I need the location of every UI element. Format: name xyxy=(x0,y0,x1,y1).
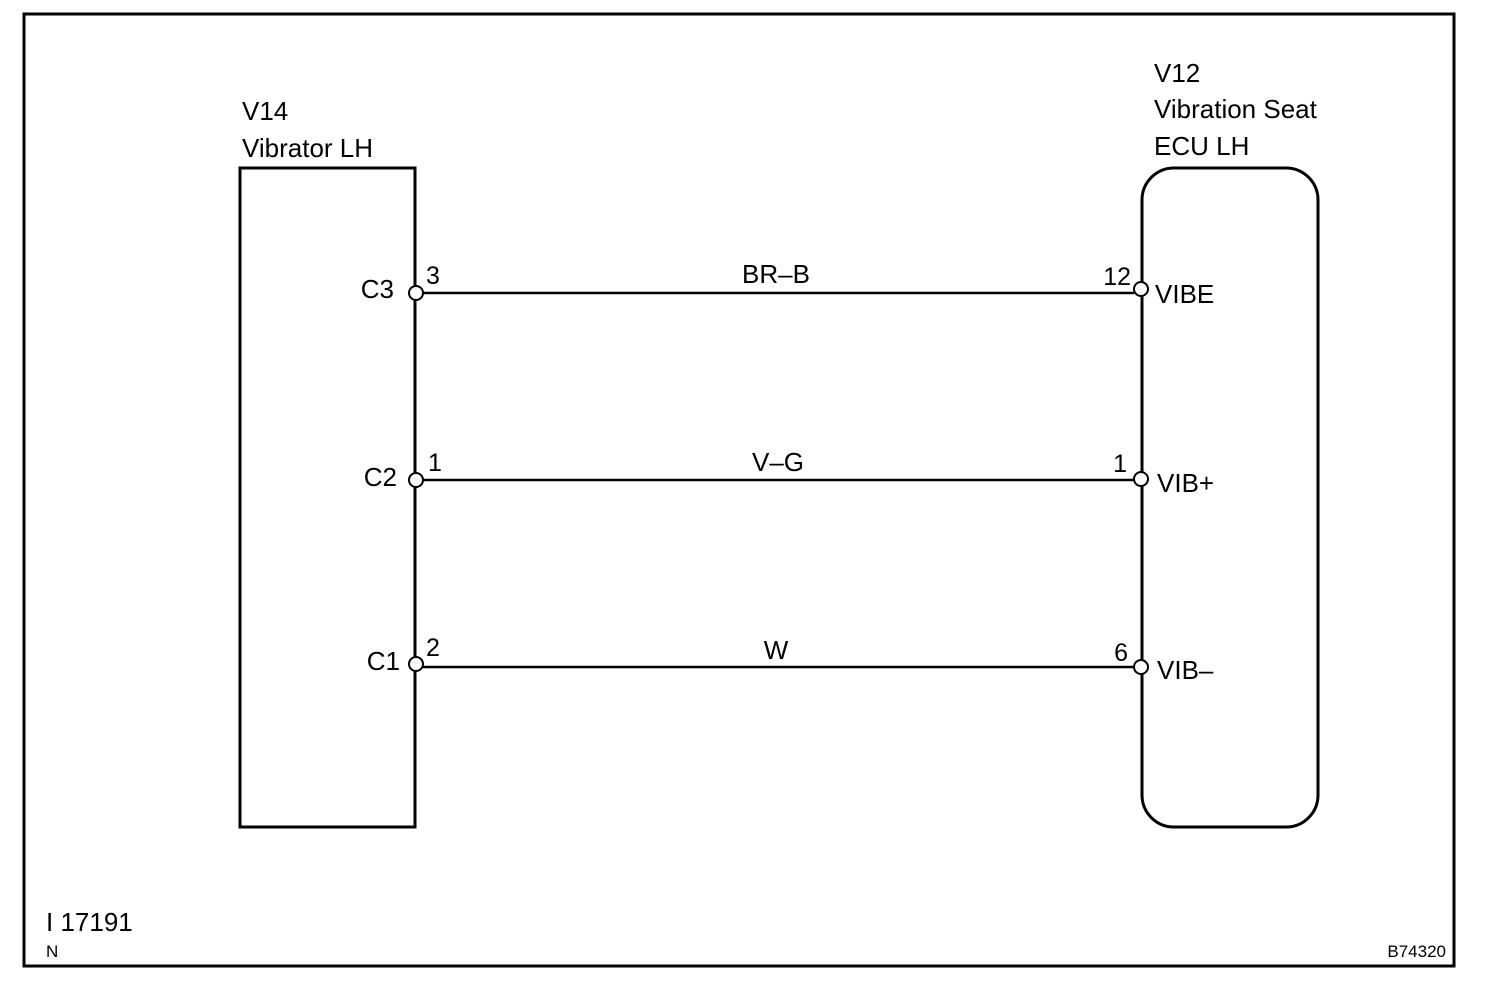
wire-3: C1 2 W 6 VIB– xyxy=(367,634,1214,685)
figure-mark: N xyxy=(46,942,58,961)
wire-1: C3 3 BR–B 12 VIBE xyxy=(361,259,1215,309)
wire-1-color-code: BR–B xyxy=(742,259,810,289)
wire-2-color-code: V–G xyxy=(752,447,804,477)
right-component-name-line1: Vibration Seat xyxy=(1154,94,1318,124)
left-pin-c3-number: 3 xyxy=(426,262,440,290)
right-pin-vib-minus-label: VIB– xyxy=(1157,655,1214,685)
wire-3-color-code: W xyxy=(764,635,789,665)
right-pin-vib-plus-label: VIB+ xyxy=(1157,468,1214,498)
right-pin-vib-plus-number: 1 xyxy=(1113,450,1127,478)
diagram-frame xyxy=(22,12,1456,968)
right-component-name-line2: ECU LH xyxy=(1154,131,1249,161)
right-component: V12 Vibration Seat ECU LH xyxy=(1140,58,1320,829)
right-component-box xyxy=(1140,166,1320,829)
left-component: V14 Vibrator LH xyxy=(238,96,417,829)
left-pin-c2-label: C2 xyxy=(364,462,397,492)
left-component-box xyxy=(238,166,417,829)
right-pin-vibe-label: VIBE xyxy=(1155,279,1214,309)
left-pin-c3-terminal xyxy=(408,285,424,301)
right-pin-vibe-terminal xyxy=(1133,281,1149,297)
left-pin-c1-label: C1 xyxy=(367,646,400,676)
left-pin-c1-number: 2 xyxy=(426,634,440,662)
right-component-code: V12 xyxy=(1154,58,1200,88)
right-pin-vib-plus-terminal xyxy=(1133,471,1149,487)
right-pin-vib-minus-number: 6 xyxy=(1114,639,1128,667)
left-pin-c3-label: C3 xyxy=(361,274,394,304)
left-pin-c1-terminal xyxy=(408,656,424,672)
left-component-code: V14 xyxy=(242,96,288,126)
right-pin-vib-minus-terminal xyxy=(1133,659,1149,675)
wire-2: C2 1 V–G 1 VIB+ xyxy=(364,447,1214,498)
right-pin-vibe-number: 12 xyxy=(1103,263,1131,291)
figure-id: I 17191 xyxy=(46,907,133,937)
reference-code: B74320 xyxy=(1387,942,1446,961)
left-pin-c2-terminal xyxy=(408,472,424,488)
left-component-name: Vibrator LH xyxy=(242,133,373,163)
left-pin-c2-number: 1 xyxy=(428,449,442,477)
